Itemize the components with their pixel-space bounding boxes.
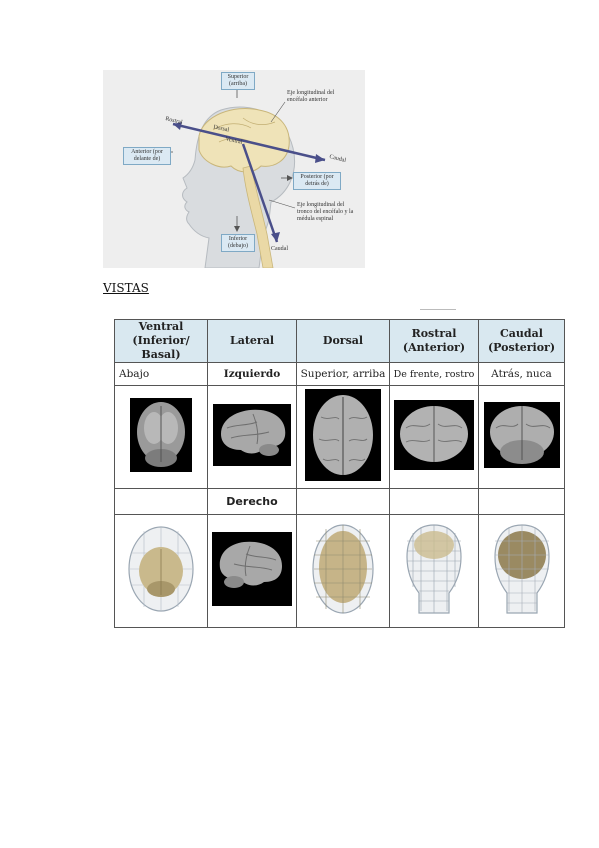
photo-cell-caudal: [478, 385, 565, 489]
brain-lateral-right-photo: [212, 532, 292, 606]
desc-ventral: Abajo: [114, 362, 208, 386]
header-caudal: Caudal(Posterior): [478, 319, 565, 363]
header-dorsal: Dorsal: [296, 319, 390, 363]
model-cell-ventral: [114, 514, 208, 628]
desc-lateral: Izquierdo: [207, 362, 297, 386]
brain-photo-row: [114, 385, 565, 489]
model-cell-lateral: [207, 514, 297, 628]
empty-cell-1: [114, 488, 208, 515]
header-row: Ventral(Inferior/ Basal) Lateral Dorsal …: [114, 319, 565, 363]
empty-cell-2: [296, 488, 390, 515]
model-cell-rostral: [389, 514, 479, 628]
dorsal-wireframe-model: [312, 524, 374, 614]
label-derecho: Derecho: [207, 488, 297, 515]
rostral-wireframe-head: [406, 524, 462, 614]
divider: [420, 309, 456, 310]
views-table: Ventral(Inferior/ Basal) Lateral Dorsal …: [114, 319, 565, 628]
label-inferior: Inferior (debajo): [221, 234, 255, 252]
header-rostral: Rostral(Anterior): [389, 319, 479, 363]
head-diagram: [159, 82, 326, 269]
model-cell-dorsal: [296, 514, 390, 628]
desc-caudal: Atrás, nuca: [478, 362, 565, 386]
label-posterior: Posterior (por detrás de): [293, 172, 341, 190]
desc-dorsal: Superior, arriba: [296, 362, 390, 386]
right-label-row: Derecho: [114, 488, 565, 515]
brain-lateral-left-photo: [213, 404, 291, 466]
label-anterior: Anterior (por delante de): [123, 147, 171, 165]
orientation-figure: Superior (arriba) Anterior (por delante …: [103, 70, 365, 269]
photo-cell-rostral: [389, 385, 479, 489]
brain-rostral-photo: [394, 400, 474, 470]
empty-cell-4: [478, 488, 565, 515]
label-eje-encefalo: Eje longitudinal del encéfalo anterior: [287, 90, 335, 103]
label-superior: Superior (arriba): [221, 72, 255, 90]
label-caudal-2: Caudal: [271, 246, 288, 252]
model-cell-caudal: [478, 514, 565, 628]
photo-cell-lateral: [207, 385, 297, 489]
model-row: [114, 514, 565, 628]
section-title: VISTAS: [103, 281, 149, 295]
caudal-wireframe-head: [493, 524, 550, 614]
header-lateral: Lateral: [207, 319, 297, 363]
desc-rostral: De frente, rostro: [389, 362, 479, 386]
photo-cell-ventral: [114, 385, 208, 489]
empty-cell-3: [389, 488, 479, 515]
label-eje-tronco: Eje longitudinal del tronco del encéfalo…: [297, 202, 354, 222]
brain-dorsal-photo: [305, 389, 381, 481]
header-ventral: Ventral(Inferior/ Basal): [114, 319, 208, 363]
description-row: Abajo Izquierdo Superior, arriba De fren…: [114, 362, 565, 386]
brain-ventral-photo: [130, 398, 192, 472]
ventral-wireframe-model: [128, 526, 194, 612]
brain-caudal-photo: [483, 402, 560, 468]
photo-cell-dorsal: [296, 385, 390, 489]
